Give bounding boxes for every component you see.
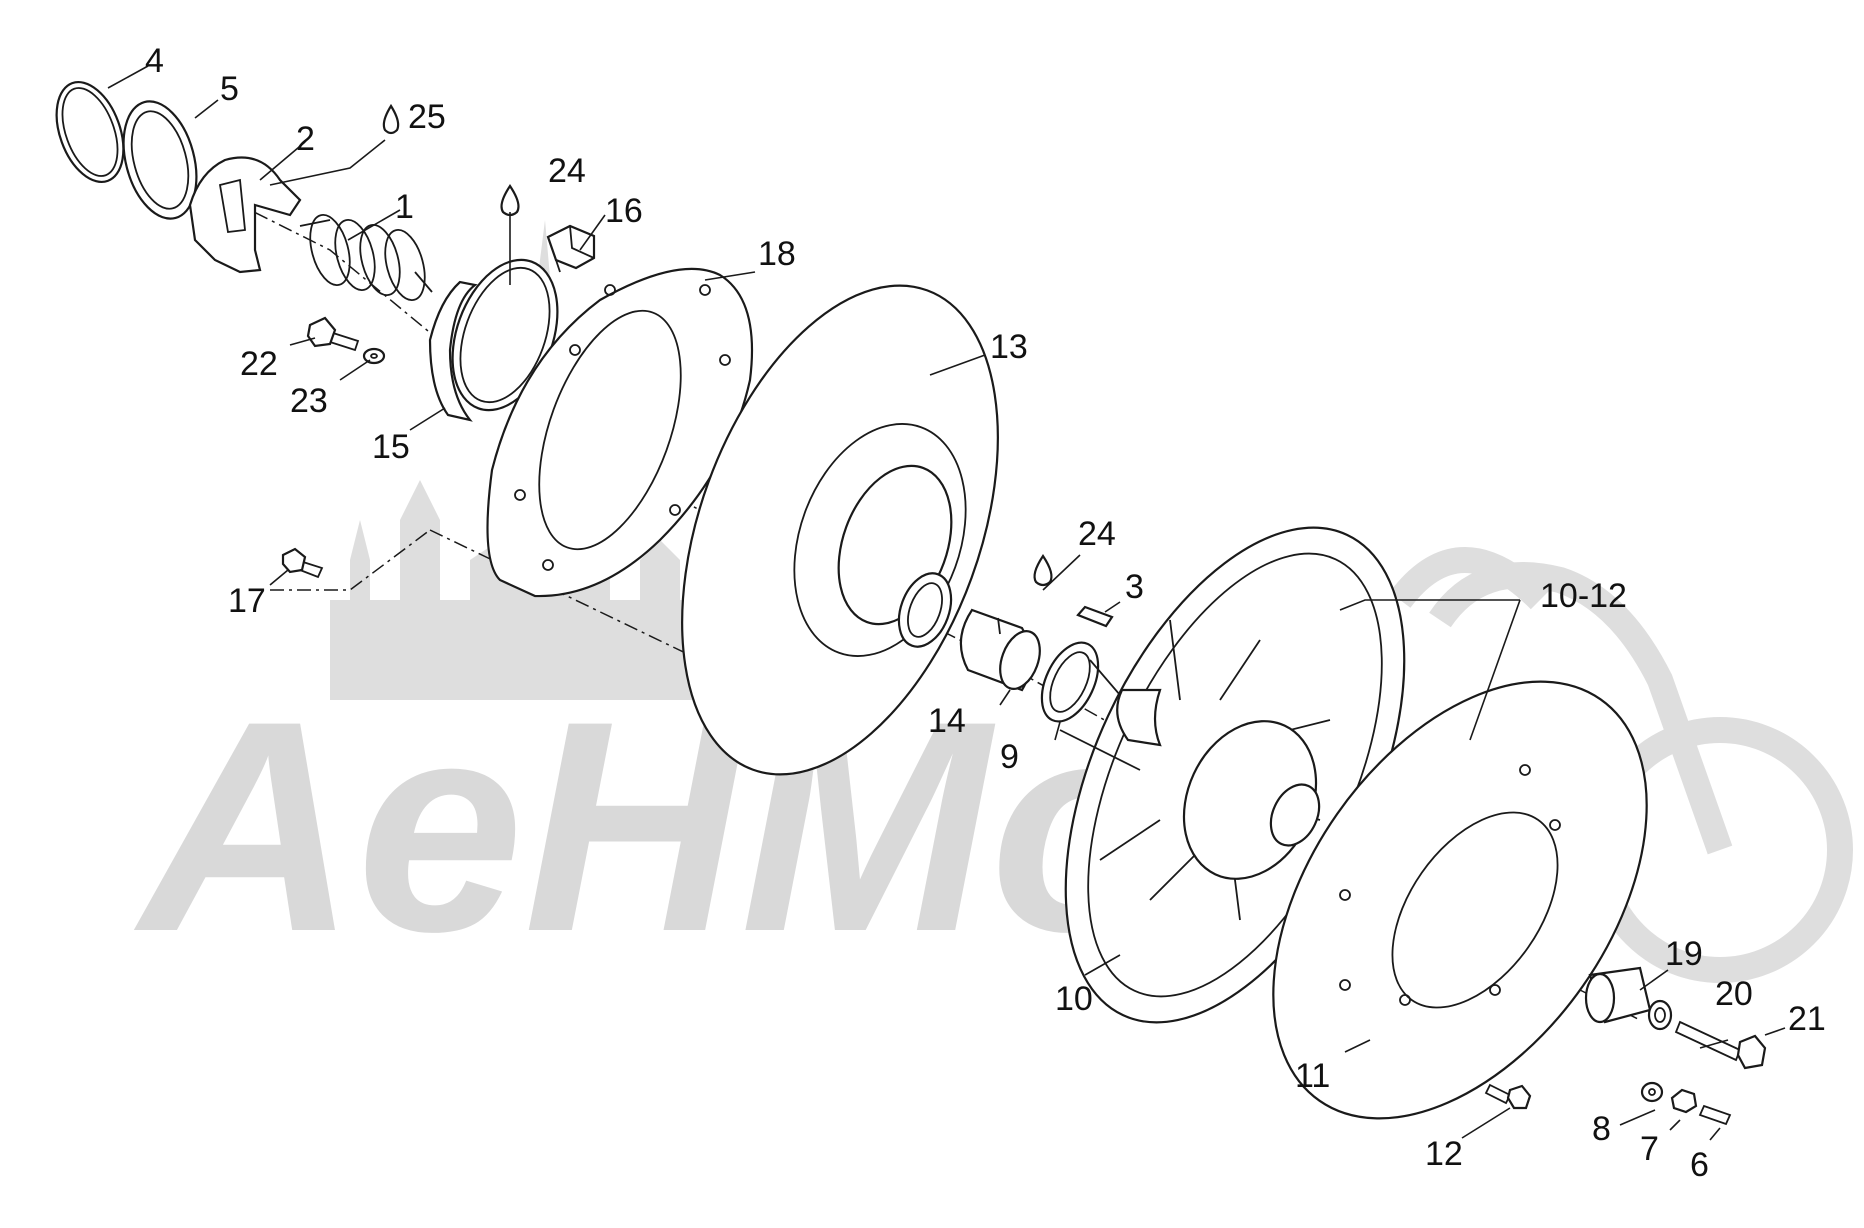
callout-12: 12 xyxy=(1425,1135,1463,1173)
callout-4: 4 xyxy=(145,42,164,80)
grease-drop-icon xyxy=(382,103,400,135)
key-part xyxy=(1076,605,1114,628)
callout-22: 22 xyxy=(240,345,278,383)
nut-washer-part xyxy=(1640,1081,1664,1103)
callout-16: 16 xyxy=(605,192,643,230)
thrust-washer-part xyxy=(122,100,198,220)
callout-labels: 4 5 2 25 1 24 16 18 13 22 23 15 17 24 3 … xyxy=(145,42,1826,1184)
callout-24: 24 xyxy=(548,152,586,190)
nut-part xyxy=(1670,1088,1698,1114)
shaft-washer-part xyxy=(1040,641,1100,723)
slider-block-part xyxy=(546,224,596,273)
retaining-ring-part xyxy=(55,80,125,184)
callout-6: 6 xyxy=(1690,1146,1709,1184)
callout-11: 11 xyxy=(1295,1057,1330,1095)
callout-9: 9 xyxy=(1000,738,1019,776)
callout-1: 1 xyxy=(395,188,414,226)
callout-7: 7 xyxy=(1640,1130,1659,1168)
bolt-part xyxy=(306,316,360,352)
spring-part xyxy=(299,214,433,301)
movable-sheave-part xyxy=(681,284,999,776)
spacer-washer-part xyxy=(1647,999,1673,1031)
screw-part xyxy=(1484,1083,1532,1110)
small-washer-part xyxy=(362,347,386,365)
long-bolt-part xyxy=(1674,1020,1767,1070)
stud-part xyxy=(1698,1104,1732,1126)
callout-18: 18 xyxy=(758,235,796,273)
sleeve-part xyxy=(959,608,1041,692)
callout-19: 19 xyxy=(1665,935,1703,973)
cover-plate-part xyxy=(1272,680,1648,1120)
callout-2: 2 xyxy=(296,120,315,158)
callout-23: 23 xyxy=(290,382,328,420)
callout-5: 5 xyxy=(220,70,239,108)
cam-part xyxy=(188,156,302,274)
bushing-part xyxy=(428,258,559,422)
leader-lines xyxy=(107,65,1786,1141)
callout-8: 8 xyxy=(1592,1110,1611,1148)
callout-13: 13 xyxy=(990,328,1028,366)
callout-25: 25 xyxy=(408,98,446,136)
callout-15: 15 xyxy=(372,428,410,466)
callout-21: 21 xyxy=(1788,1000,1826,1038)
backing-plate-part xyxy=(486,267,754,598)
spacer-part xyxy=(1584,966,1652,1024)
callout-3: 3 xyxy=(1125,568,1144,606)
callout-20: 20 xyxy=(1715,975,1753,1013)
plate-screw-part xyxy=(281,547,324,579)
callout-10-12: 10-12 xyxy=(1540,577,1627,615)
callout-24: 24 xyxy=(1078,515,1116,553)
callout-10: 10 xyxy=(1055,980,1093,1018)
callout-14: 14 xyxy=(928,702,966,740)
grease-drop-icon xyxy=(500,184,520,217)
callout-17: 17 xyxy=(228,582,266,620)
grease-drop-icon xyxy=(1033,554,1053,587)
